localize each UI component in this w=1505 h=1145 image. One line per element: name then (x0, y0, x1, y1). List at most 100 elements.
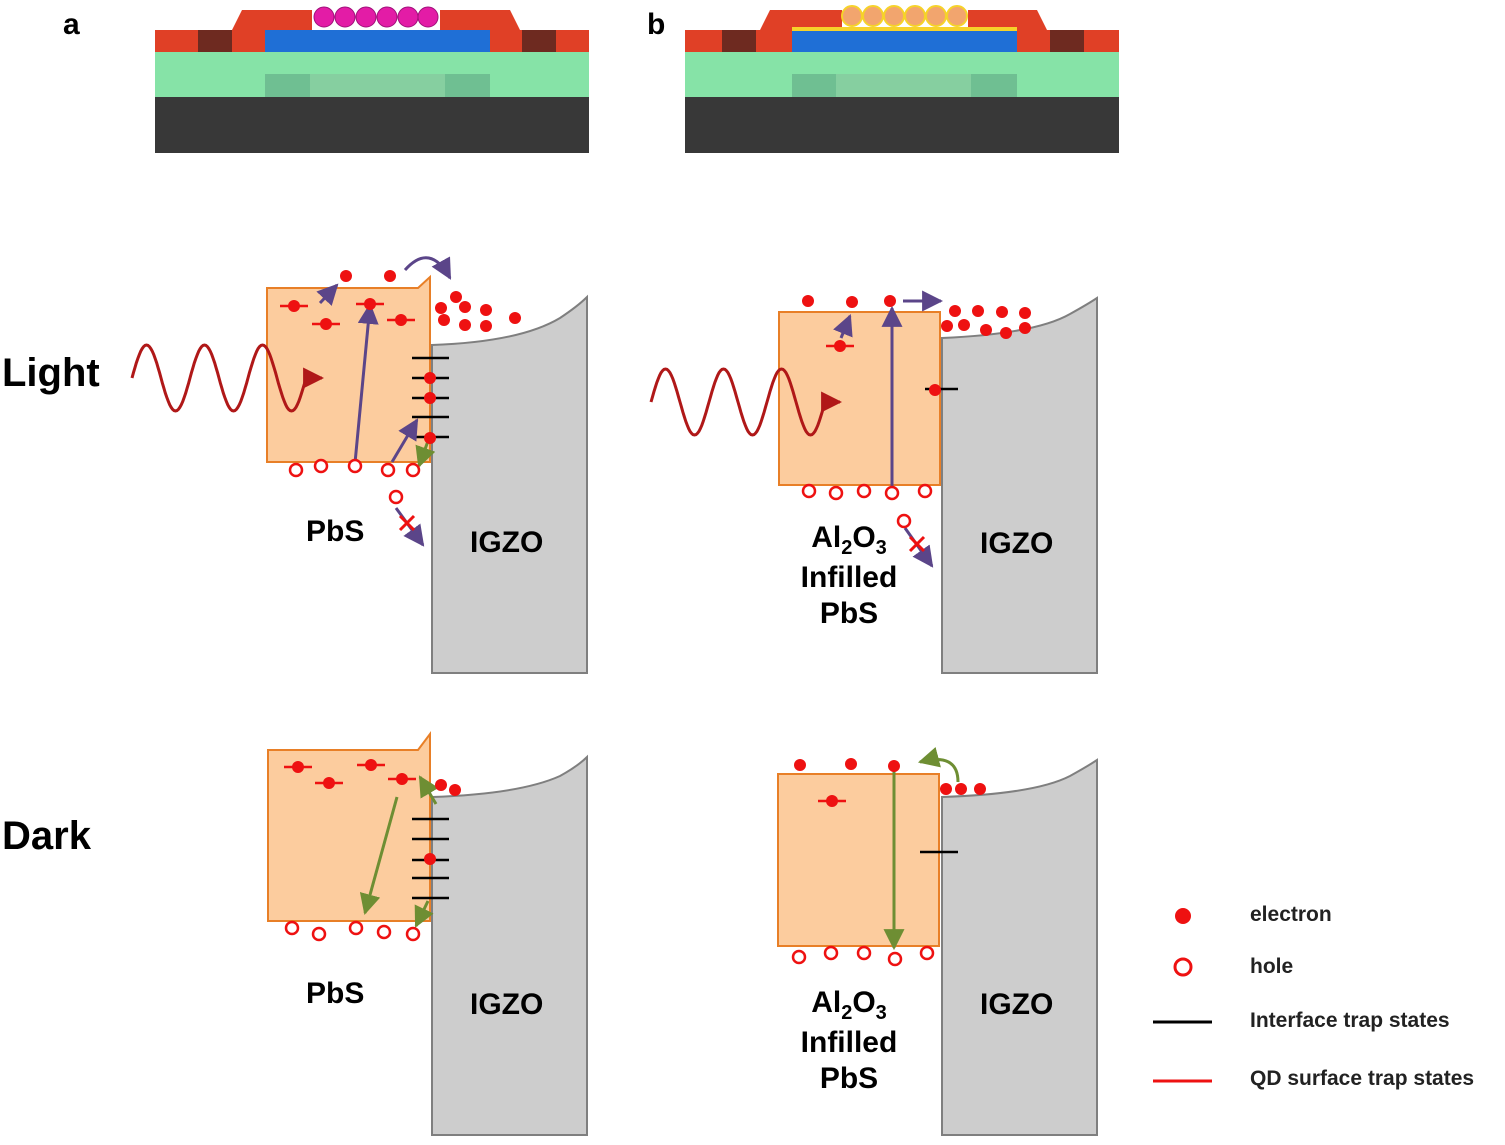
carrier-group (801, 295, 1031, 529)
electron (424, 853, 436, 865)
hole (856, 945, 872, 961)
electron (958, 319, 970, 331)
electron (365, 759, 377, 771)
electron (435, 779, 447, 791)
legend-symbols (1153, 908, 1212, 1083)
source-pad (722, 30, 756, 52)
qd-layer-pbs (313, 6, 439, 28)
al2o3-coating (792, 27, 1017, 31)
electron (480, 304, 492, 316)
igzo-band (941, 296, 1098, 674)
drain-pad (1050, 30, 1084, 52)
electron (1000, 327, 1012, 339)
electron (972, 305, 984, 317)
light-wave (130, 343, 325, 413)
electron (288, 300, 300, 312)
electron (340, 270, 352, 282)
panel-label-b: b (647, 8, 666, 41)
band-diagram-light-b (649, 290, 1098, 674)
band-diagram-light-a (130, 256, 588, 674)
electron (459, 319, 471, 331)
igzo-channel (792, 30, 1017, 52)
electron (980, 324, 992, 336)
hole (405, 462, 421, 478)
hole (288, 462, 304, 478)
electron (480, 320, 492, 332)
substrate-layer (685, 97, 1119, 153)
hole (388, 489, 404, 505)
transition-arrows (883, 747, 960, 951)
electron (424, 372, 436, 384)
electron (955, 783, 967, 795)
hole (856, 483, 872, 499)
hole (884, 485, 900, 501)
electron (949, 305, 961, 317)
device-schematic-b (685, 5, 1119, 153)
quantum-dot (841, 5, 863, 27)
band-diagram-dark-b (777, 747, 1098, 1136)
quantum-dot (417, 6, 439, 28)
hole (380, 462, 396, 478)
band-diagram-dark-a (267, 731, 588, 1136)
electron (449, 784, 461, 796)
electron (826, 795, 838, 807)
infilled-pbs-band (778, 311, 941, 486)
source-pad (198, 30, 232, 52)
hole (313, 458, 329, 474)
hole (887, 951, 903, 967)
electron (509, 312, 521, 324)
blocked-cross (398, 514, 416, 532)
electron (846, 296, 858, 308)
row-title-light: Light (2, 351, 100, 395)
quantum-dot (862, 5, 884, 27)
electron (292, 761, 304, 773)
gate-electrode-center (836, 74, 971, 97)
light-wave (649, 367, 843, 437)
al2o3-formula: Al2O3 (811, 521, 887, 559)
electron (323, 777, 335, 789)
igzo-band (431, 294, 588, 674)
electron (884, 295, 896, 307)
igzo-channel (265, 30, 490, 52)
hole (896, 513, 912, 529)
electron (834, 340, 846, 352)
electron (1019, 307, 1031, 319)
quantum-dot (397, 6, 419, 28)
electron (320, 318, 332, 330)
quantum-dot (883, 5, 905, 27)
electron (929, 384, 941, 396)
gate-electrode-center (310, 74, 445, 97)
carrier-group (284, 759, 461, 942)
hole (823, 945, 839, 961)
transition-arrows (359, 775, 439, 928)
legend-interface-trap-label: Interface trap states (1250, 1009, 1450, 1032)
hole (791, 949, 807, 965)
hole (348, 920, 364, 936)
substrate-layer (155, 97, 589, 153)
electron (940, 783, 952, 795)
electron (450, 291, 462, 303)
row-title-dark: Dark (2, 814, 91, 858)
legend-electron-label: electron (1250, 903, 1332, 926)
pbs-band (266, 274, 431, 463)
quantum-dot (334, 6, 356, 28)
quantum-dot (904, 5, 926, 27)
electron (396, 773, 408, 785)
pbs-label-dark: PbS (306, 977, 365, 1010)
source-contact (155, 10, 312, 52)
igzo-label-light-a: IGZO (470, 526, 544, 559)
hole (347, 458, 363, 474)
hole (311, 926, 327, 942)
quantum-dot (355, 6, 377, 28)
electron (424, 392, 436, 404)
infilled-pbs-label-dark: Al2O3 Infilled PbS (789, 985, 909, 1097)
hole (917, 483, 933, 499)
hole (376, 924, 392, 940)
legend-hole-label: hole (1250, 955, 1294, 978)
quantum-dot (313, 6, 335, 28)
al2o3-formula: Al2O3 (811, 986, 887, 1024)
electron (364, 298, 376, 310)
electron (802, 295, 814, 307)
